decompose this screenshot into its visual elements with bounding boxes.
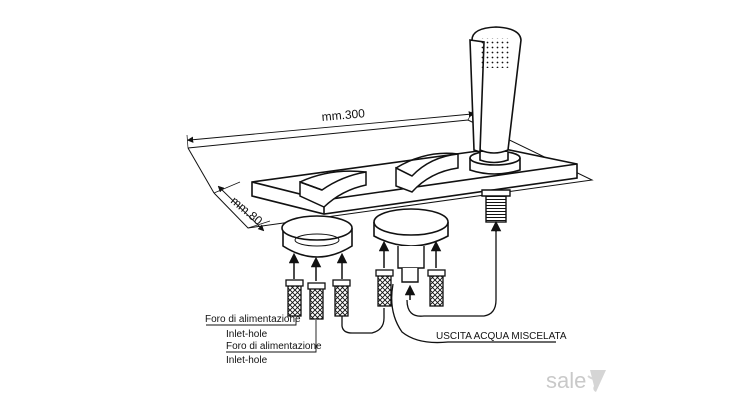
inlet-hole-2-italian: Foro di alimentazione bbox=[226, 341, 322, 352]
mixed-water-outlet-label: USCITA ACQUA MISCELATA bbox=[436, 331, 567, 342]
inlet-hole-2-english: Inlet-hole bbox=[226, 355, 268, 366]
inlet-hole-1-english: Inlet-hole bbox=[226, 329, 268, 340]
hose-3 bbox=[334, 281, 349, 317]
hose-5 bbox=[429, 271, 444, 307]
length-label: mm.300 bbox=[321, 106, 366, 124]
left-lever-handle bbox=[299, 170, 367, 208]
right-lever-handle bbox=[395, 152, 459, 193]
shower-connection-thread bbox=[485, 193, 507, 223]
watermark-logo: sale bbox=[546, 368, 606, 393]
hose-1 bbox=[287, 281, 302, 317]
watermark-text: sale bbox=[546, 368, 586, 393]
watermark-mark-icon bbox=[590, 370, 606, 392]
label-leaders bbox=[206, 318, 317, 353]
flow-arrows bbox=[288, 220, 502, 300]
supply-hoses bbox=[285, 269, 446, 320]
length-dimension: mm.300 bbox=[186, 106, 476, 149]
inlet-hole-1-italian: Foro di alimentazione bbox=[205, 314, 301, 325]
right-valve-body bbox=[373, 208, 449, 283]
shower-spray-face bbox=[481, 38, 509, 68]
hose-4 bbox=[377, 271, 392, 307]
hose-2 bbox=[309, 284, 324, 320]
left-valve-body bbox=[281, 215, 353, 258]
mixed-water-routing bbox=[341, 232, 556, 344]
hand-shower bbox=[469, 26, 522, 175]
